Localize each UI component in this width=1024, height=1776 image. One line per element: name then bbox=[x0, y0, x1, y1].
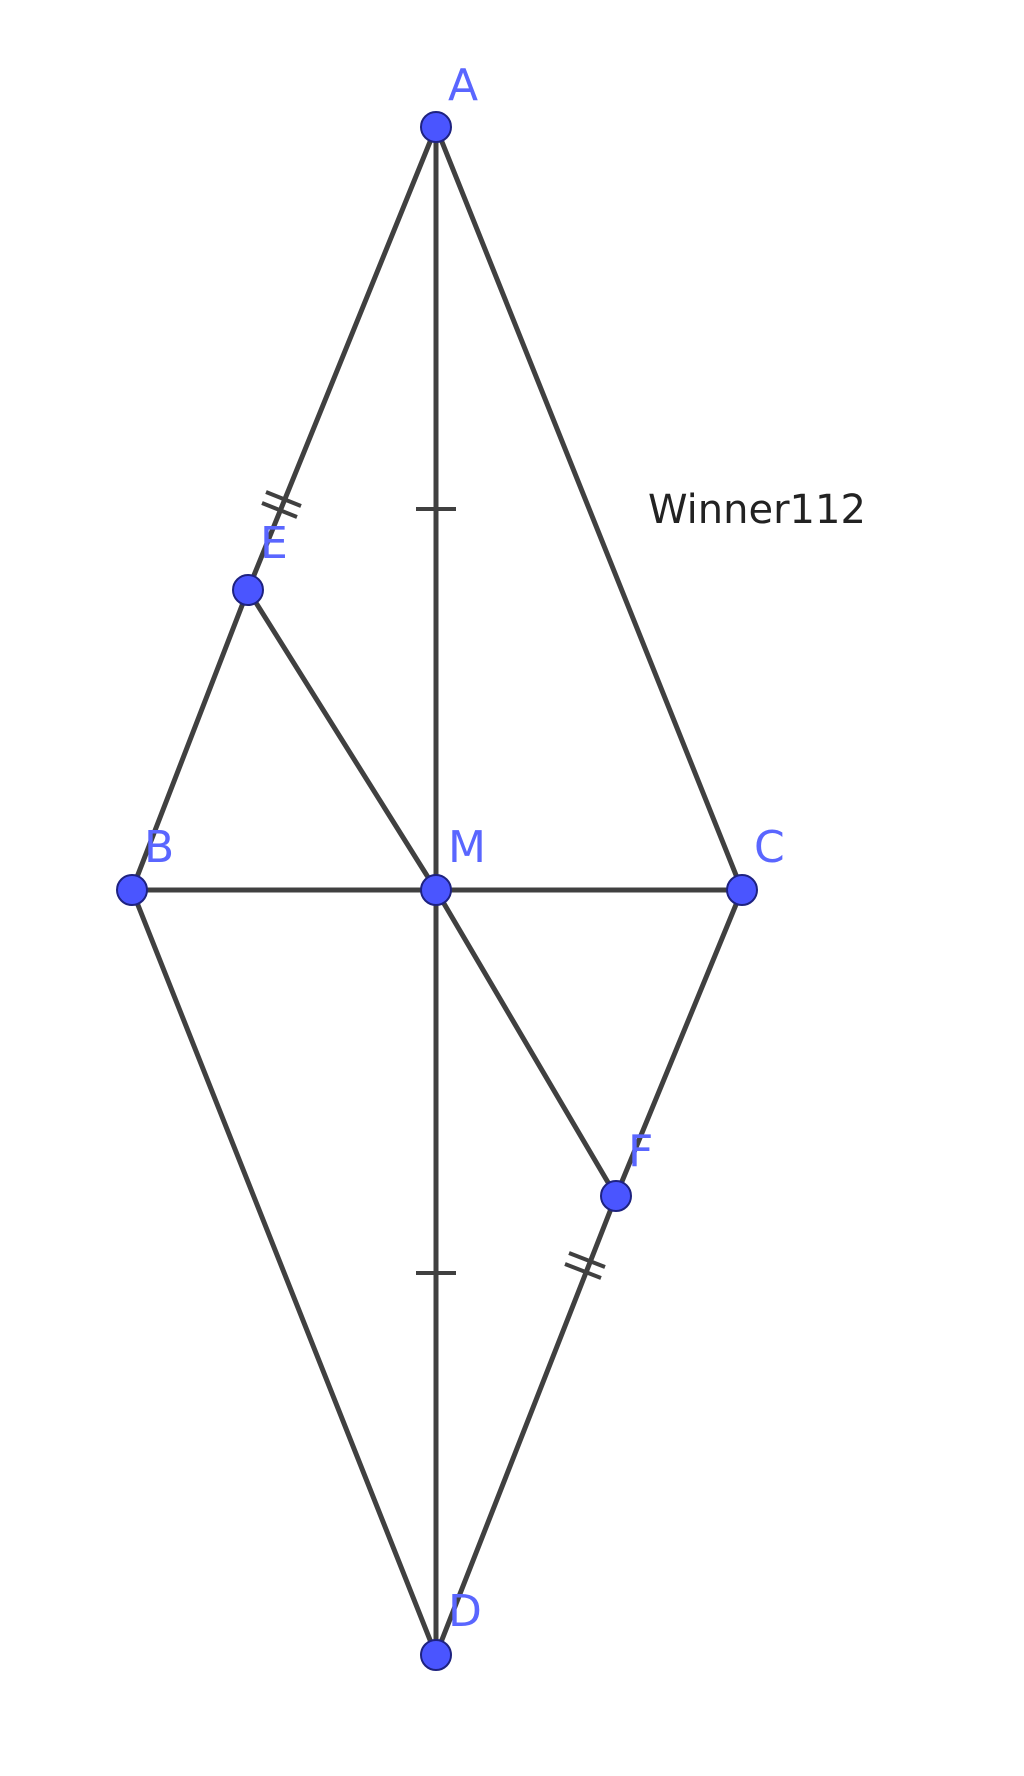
points bbox=[116, 111, 758, 1671]
point-labels: A B C D E F M bbox=[144, 60, 785, 1637]
tick-double-FD-2 bbox=[568, 1251, 606, 1269]
point-E[interactable] bbox=[232, 574, 264, 606]
label-M: M bbox=[448, 822, 486, 873]
segment-BD bbox=[129, 887, 439, 1658]
segment-MF bbox=[433, 887, 619, 1199]
label-D: D bbox=[448, 1586, 482, 1637]
segment-EB bbox=[129, 587, 251, 893]
watermark-text: Winner112 bbox=[648, 487, 866, 533]
point-C[interactable] bbox=[726, 874, 758, 906]
segment-AE bbox=[245, 124, 439, 593]
segment-AC bbox=[433, 124, 745, 893]
segment-EM bbox=[245, 587, 439, 893]
label-A: A bbox=[448, 60, 478, 111]
tick-marks bbox=[261, 490, 606, 1280]
tick-double-AE-1 bbox=[265, 490, 302, 508]
label-F: F bbox=[628, 1126, 653, 1177]
point-M[interactable] bbox=[420, 874, 452, 906]
label-C: C bbox=[754, 822, 785, 873]
segment-CF bbox=[613, 887, 745, 1199]
tick-double-AE-2 bbox=[261, 501, 298, 519]
tick-double-FD-1 bbox=[564, 1262, 602, 1280]
label-E: E bbox=[260, 518, 288, 569]
point-F[interactable] bbox=[600, 1180, 632, 1212]
label-B: B bbox=[144, 822, 174, 873]
point-B[interactable] bbox=[116, 874, 148, 906]
point-D[interactable] bbox=[420, 1639, 452, 1671]
point-A[interactable] bbox=[420, 111, 452, 143]
